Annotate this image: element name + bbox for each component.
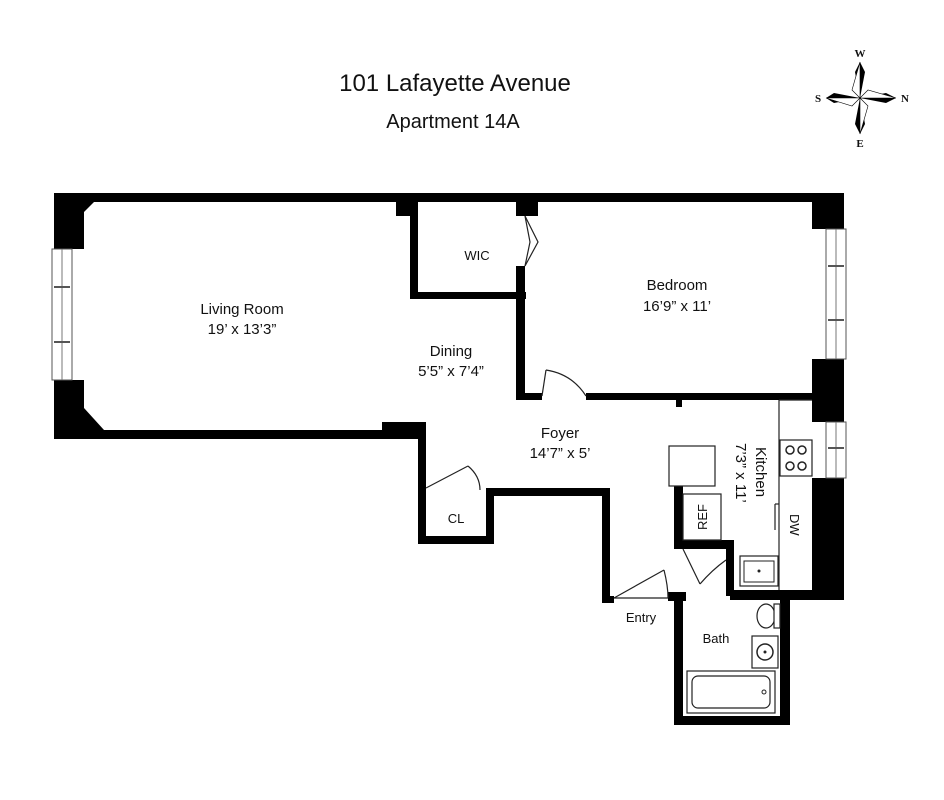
refrigerator-label: REF bbox=[695, 504, 710, 530]
living-room-name: Living Room bbox=[200, 301, 283, 318]
window-bedroom bbox=[825, 228, 847, 360]
bedroom-size: 16’9” x 11’ bbox=[643, 298, 711, 315]
foyer-name: Foyer bbox=[541, 425, 579, 442]
closet-name: CL bbox=[448, 511, 465, 526]
bathtub-icon bbox=[686, 670, 776, 714]
bath-sink-icon bbox=[751, 635, 779, 669]
plan-subtitle: Apartment 14A bbox=[386, 111, 520, 133]
dishwasher-label: DW bbox=[787, 514, 802, 536]
refrigerator: REF bbox=[668, 445, 722, 541]
kitchen-sink-icon bbox=[739, 555, 779, 587]
door-entry bbox=[613, 569, 669, 599]
door-bedroom bbox=[541, 369, 587, 397]
door-bath bbox=[682, 548, 727, 585]
foyer-size: 14’7” x 5’ bbox=[530, 445, 591, 462]
compass-icon: W E S N bbox=[815, 48, 909, 150]
door-closet bbox=[425, 465, 481, 491]
window-left bbox=[51, 248, 73, 381]
dining-name: Dining bbox=[430, 343, 473, 360]
toilet-icon bbox=[756, 603, 781, 629]
window-kitchen bbox=[825, 421, 847, 479]
dining-size: 5’5” x 7’4” bbox=[418, 363, 484, 380]
compass-east-label: E bbox=[856, 138, 863, 150]
entry-name: Entry bbox=[626, 610, 657, 625]
compass-south-label: S bbox=[815, 93, 821, 105]
living-room-size: 19’ x 13’3” bbox=[208, 321, 277, 338]
dishwasher: DW bbox=[774, 503, 802, 536]
plan-title: 101 Lafayette Avenue bbox=[339, 70, 571, 97]
walls bbox=[54, 193, 844, 725]
compass-west-label: W bbox=[855, 48, 866, 60]
wic-name: WIC bbox=[464, 248, 489, 263]
interior-walls bbox=[396, 202, 814, 590]
kitchen-name: Kitchen bbox=[752, 447, 769, 497]
stove-icon bbox=[779, 439, 813, 477]
door-wic bbox=[524, 215, 539, 267]
kitchen-size: 7’3” x 11’ bbox=[732, 443, 749, 503]
compass-north-label: N bbox=[901, 93, 909, 105]
bedroom-name: Bedroom bbox=[647, 277, 708, 294]
bath-name: Bath bbox=[703, 631, 730, 646]
